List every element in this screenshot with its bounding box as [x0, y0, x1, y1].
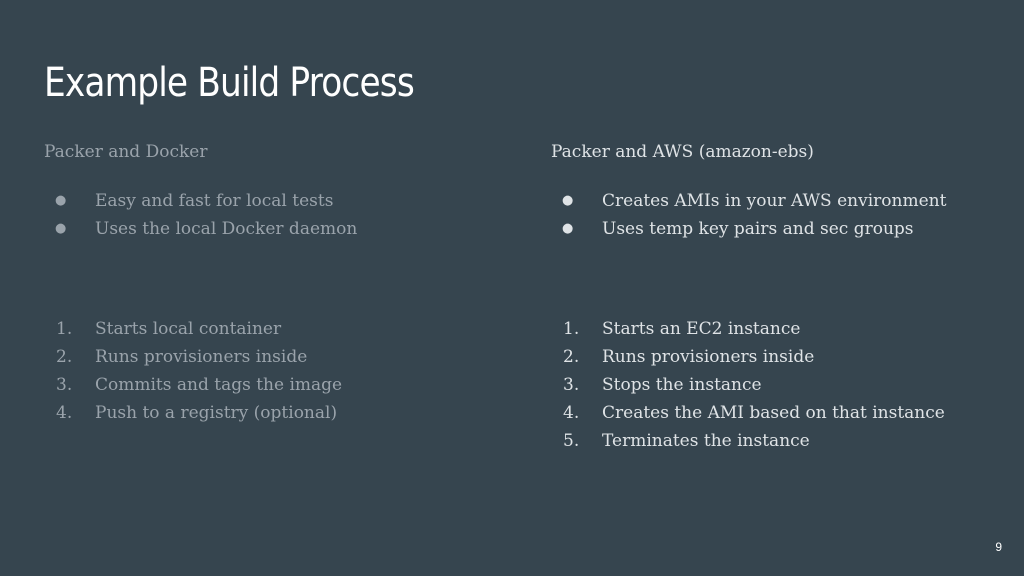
bullet-item: ● Uses the local Docker daemon [44, 215, 514, 243]
bullet-item: ● Creates AMIs in your AWS environment [551, 187, 991, 215]
step-text: Commits and tags the image [95, 375, 343, 395]
right-bullet-list: ● Creates AMIs in your AWS environment ●… [551, 187, 991, 243]
page-number: 9 [995, 540, 1002, 554]
bullet-icon: ● [562, 221, 574, 236]
step-number: 4. [56, 403, 73, 423]
bullet-icon: ● [55, 221, 67, 236]
step-item: 2. Runs provisioners inside [551, 343, 991, 371]
left-column: Packer and Docker ● Easy and fast for lo… [44, 139, 514, 427]
left-column-heading: Packer and Docker [44, 142, 208, 162]
step-number: 2. [563, 347, 580, 367]
bullet-text: Uses the local Docker daemon [95, 219, 358, 239]
bullet-text: Uses temp key pairs and sec groups [602, 219, 914, 239]
left-bullet-list: ● Easy and fast for local tests ● Uses t… [44, 187, 514, 243]
bullet-icon: ● [562, 193, 574, 208]
step-item: 4. Push to a registry (optional) [44, 399, 514, 427]
bullet-item: ● Uses temp key pairs and sec groups [551, 215, 991, 243]
step-text: Stops the instance [602, 375, 762, 395]
step-item: 2. Runs provisioners inside [44, 343, 514, 371]
right-column: Packer and AWS (amazon-ebs) ● Creates AM… [551, 139, 991, 455]
bullet-item: ● Easy and fast for local tests [44, 187, 514, 215]
step-number: 3. [56, 375, 73, 395]
step-item: 3. Commits and tags the image [44, 371, 514, 399]
right-step-list: 1. Starts an EC2 instance 2. Runs provis… [551, 315, 991, 455]
left-step-list: 1. Starts local container 2. Runs provis… [44, 315, 514, 427]
step-item: 5. Terminates the instance [551, 427, 991, 455]
right-column-heading: Packer and AWS (amazon-ebs) [551, 142, 814, 162]
step-number: 1. [563, 319, 580, 339]
step-number: 3. [563, 375, 580, 395]
step-item: 1. Starts an EC2 instance [551, 315, 991, 343]
step-item: 1. Starts local container [44, 315, 514, 343]
bullet-text: Creates AMIs in your AWS environment [602, 191, 947, 211]
step-number: 1. [56, 319, 73, 339]
step-number: 5. [563, 431, 580, 451]
bullet-icon: ● [55, 193, 67, 208]
step-number: 4. [563, 403, 580, 423]
step-number: 2. [56, 347, 73, 367]
bullet-text: Easy and fast for local tests [95, 191, 334, 211]
slide-title: Example Build Process [44, 60, 415, 106]
step-text: Creates the AMI based on that instance [602, 403, 945, 423]
step-text: Terminates the instance [602, 431, 810, 451]
step-text: Starts local container [95, 319, 282, 339]
step-text: Starts an EC2 instance [602, 319, 801, 339]
step-item: 3. Stops the instance [551, 371, 991, 399]
step-text: Push to a registry (optional) [95, 403, 338, 423]
step-item: 4. Creates the AMI based on that instanc… [551, 399, 991, 427]
step-text: Runs provisioners inside [95, 347, 308, 367]
step-text: Runs provisioners inside [602, 347, 815, 367]
